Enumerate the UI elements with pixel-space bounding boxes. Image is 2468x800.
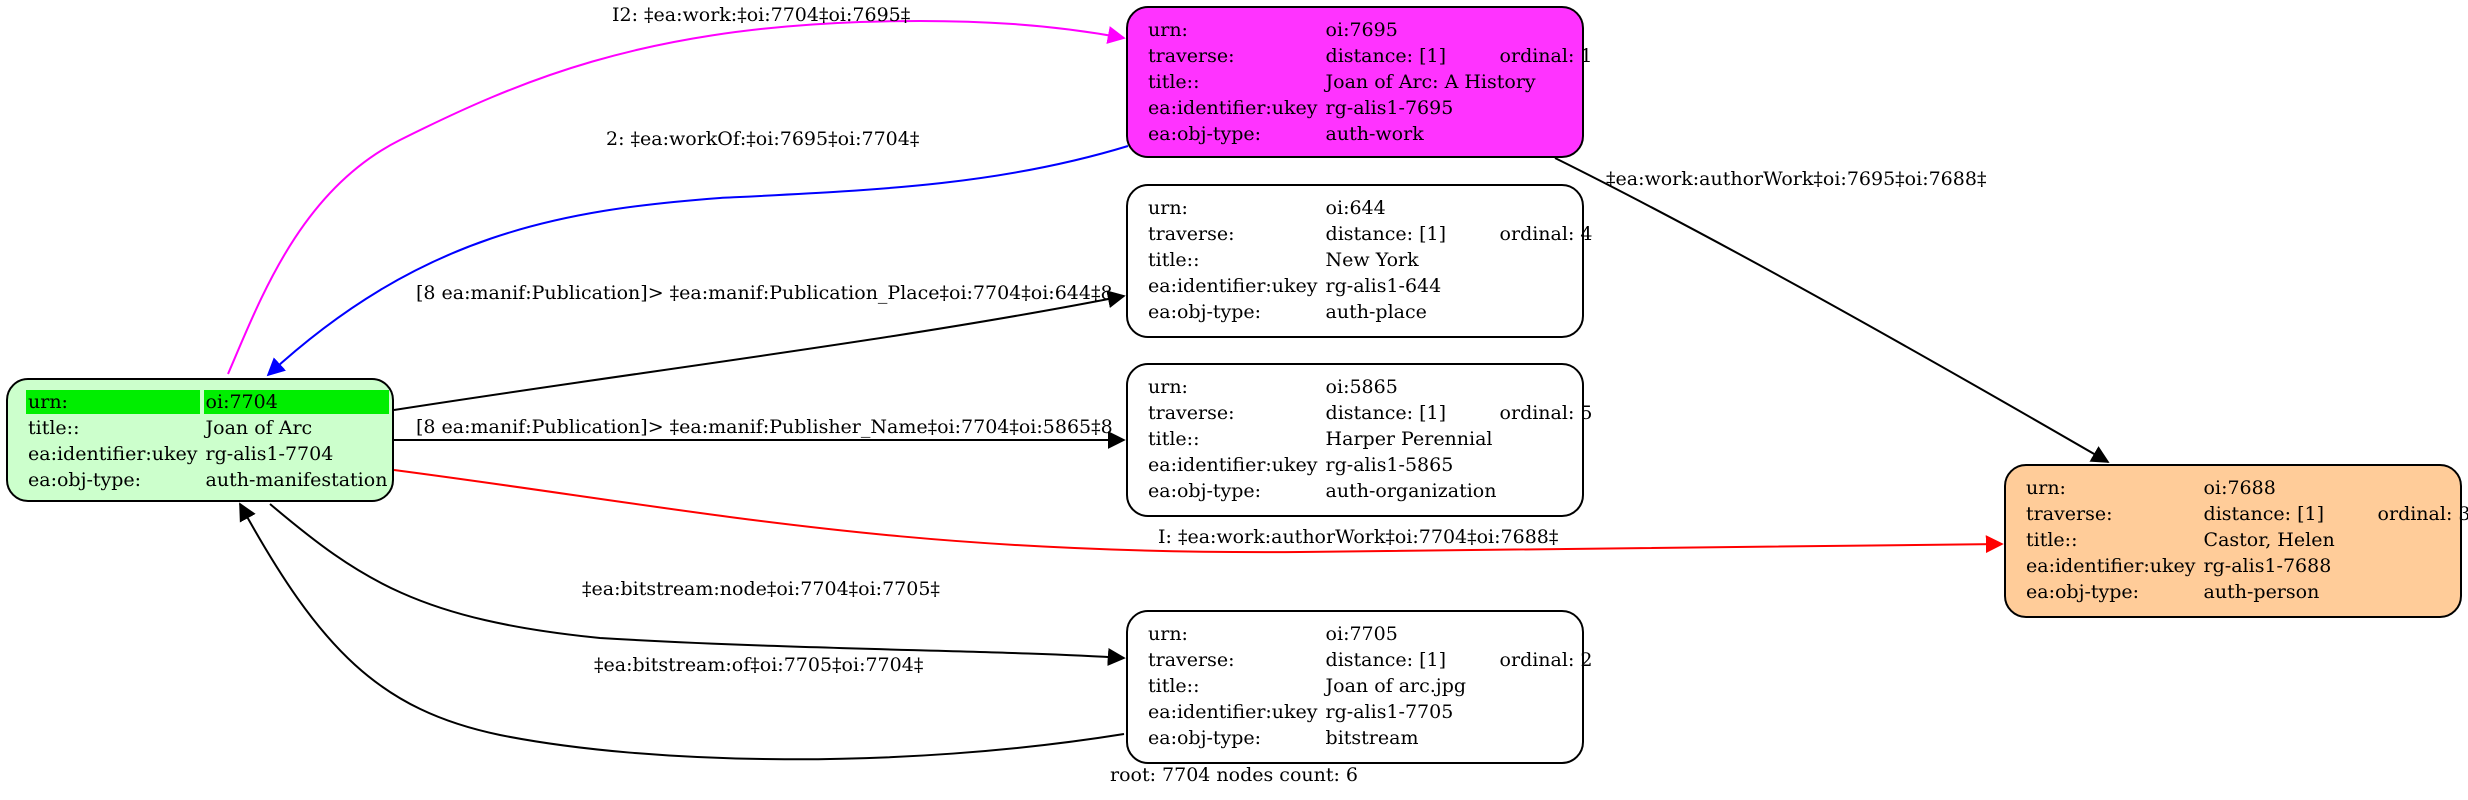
node-row-traverse: traverse:distance: [1]ordinal: 3	[2026, 503, 2468, 525]
node-row-title: title::Joan of Arc: A History	[1148, 71, 1536, 93]
node-row-type: ea:obj-type:auth-work	[1148, 123, 1424, 145]
node-place[interactable]: urn:oi:644 traverse:distance: [1]ordinal…	[1126, 184, 1592, 338]
node-work[interactable]: urn:oi:7695 traverse:distance: [1]ordina…	[1126, 6, 1592, 158]
node-row-type: ea:obj-type:auth-organization	[1148, 480, 1497, 502]
node-row-traverse: traverse:distance: [1]ordinal: 1	[1148, 45, 1593, 67]
node-row-traverse: traverse:distance: [1]ordinal: 2	[1148, 649, 1593, 671]
edge-label-work-of: 2: ‡ea:workOf:‡oi:7695‡oi:7704‡	[606, 128, 920, 150]
node-row-type: ea:obj-type:bitstream	[1148, 727, 1419, 749]
node-row-urn: urn: oi:7704	[26, 390, 390, 414]
node-row-urn: urn:oi:7695	[1148, 19, 1398, 41]
edge-bitstream-node	[269, 503, 1126, 666]
graph-footer: root: 7704 nodes count: 6	[1110, 764, 1359, 786]
node-bitstream[interactable]: urn:oi:7705 traverse:distance: [1]ordina…	[1126, 610, 1592, 764]
edge-label-work-link: I2: ‡ea:work:‡oi:7704‡oi:7695‡	[612, 4, 911, 26]
edge-label-author-work-from-work: ‡ea:work:authorWork‡oi:7695‡oi:7688‡	[1606, 168, 1987, 190]
edge-label-publication-place: [8 ea:manif:Publication]> ‡ea:manif:Publ…	[416, 282, 1113, 304]
edge-work-link	[227, 19, 1126, 375]
node-row-title: title::Harper Perennial	[1148, 428, 1493, 450]
edge-label-author-work-inferred: I: ‡ea:work:authorWork‡oi:7704‡oi:7688‡	[1158, 526, 1559, 548]
node-row-title: title::Joan of arc.jpg	[1148, 675, 1467, 697]
edge-label-bitstream-of: ‡ea:bitstream:of‡oi:7705‡oi:7704‡	[594, 654, 924, 676]
node-person[interactable]: urn:oi:7688 traverse:distance: [1]ordina…	[2004, 464, 2468, 618]
node-row-urn: urn:oi:7705	[1148, 623, 1398, 645]
node-row-title: title::New York	[1148, 249, 1419, 271]
edge-author-work-inferred	[393, 469, 2004, 554]
node-row-ukey: ea:identifier:ukey rg-alis1-7704	[28, 443, 334, 465]
edge-bitstream-of	[239, 502, 1125, 761]
node-row-title: title:: Joan of Arc	[28, 417, 313, 439]
node-row-type: ea:obj-type: auth-manifestation	[28, 469, 388, 491]
node-row-urn: urn:oi:644	[1148, 197, 1386, 219]
node-row-urn: urn:oi:5865	[1148, 376, 1398, 398]
node-root-manifestation[interactable]: urn: oi:7704 title:: Joan of Arc ea:iden…	[6, 378, 394, 502]
edge-label-publisher-name: [8 ea:manif:Publication]> ‡ea:manif:Publ…	[416, 416, 1113, 438]
edge-work-of	[266, 145, 1129, 377]
edge-author-work-from-work	[1554, 157, 2110, 463]
node-row-type: ea:obj-type:auth-place	[1148, 301, 1427, 323]
node-row-urn: urn:oi:7688	[2026, 477, 2276, 499]
edge-label-bitstream-node: ‡ea:bitstream:node‡oi:7704‡oi:7705‡	[582, 578, 940, 600]
node-row-type: ea:obj-type:auth-person	[2026, 581, 2320, 603]
node-organization[interactable]: urn:oi:5865 traverse:distance: [1]ordina…	[1126, 363, 1592, 517]
node-row-traverse: traverse:distance: [1]ordinal: 4	[1148, 223, 1593, 245]
node-row-traverse: traverse:distance: [1]ordinal: 5	[1148, 402, 1593, 424]
node-row-title: title::Castor, Helen	[2026, 529, 2335, 551]
edge-publication-place	[393, 290, 1126, 411]
